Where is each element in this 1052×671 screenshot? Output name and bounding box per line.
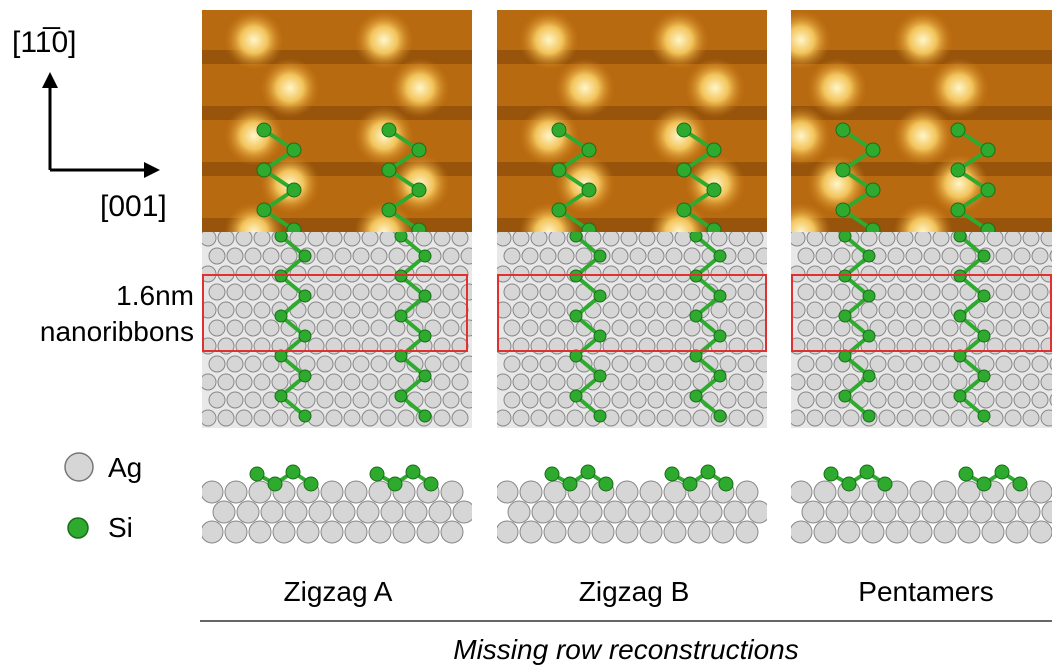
row-label: 1.6nm nanoribbons <box>0 278 194 350</box>
axis-label-vertical: [11̅0] <box>12 26 77 59</box>
row-label-line1: 1.6nm <box>116 280 194 311</box>
side-view-zigzag-a <box>202 462 472 550</box>
row-label-line2: nanoribbons <box>39 316 194 347</box>
side-view-pentamers <box>791 462 1052 550</box>
stm-panel-zigzag-b <box>497 10 767 232</box>
top-view-zigzag-b <box>497 232 767 428</box>
column-label-zigzag-b: Zigzag B <box>578 576 690 607</box>
stm-panel-pentamers <box>791 10 1052 232</box>
top-view-zigzag-a <box>202 232 472 428</box>
si-atom-icon <box>67 517 89 539</box>
crystal-axes-icon <box>42 72 160 178</box>
nanoribbon-highlight-box-c <box>791 274 1052 352</box>
column-label-zigzag-a: Zigzag A <box>283 576 393 607</box>
legend-label-ag: Ag <box>108 452 143 483</box>
footer-caption: Missing row reconstructions <box>453 634 799 665</box>
ag-atom-icon <box>64 452 94 482</box>
footer-divider <box>200 620 1052 622</box>
stm-panel-zigzag-a <box>202 10 472 232</box>
legend-label-si: Si <box>108 512 133 543</box>
top-view-pentamers <box>791 232 1052 428</box>
column-label-pentamers: Pentamers <box>858 576 994 607</box>
nanoribbon-highlight-box-a <box>202 274 468 352</box>
axis-label-horizontal: [001] <box>100 190 167 223</box>
nanoribbon-highlight-box-b <box>497 274 767 352</box>
side-view-zigzag-b <box>497 462 767 550</box>
